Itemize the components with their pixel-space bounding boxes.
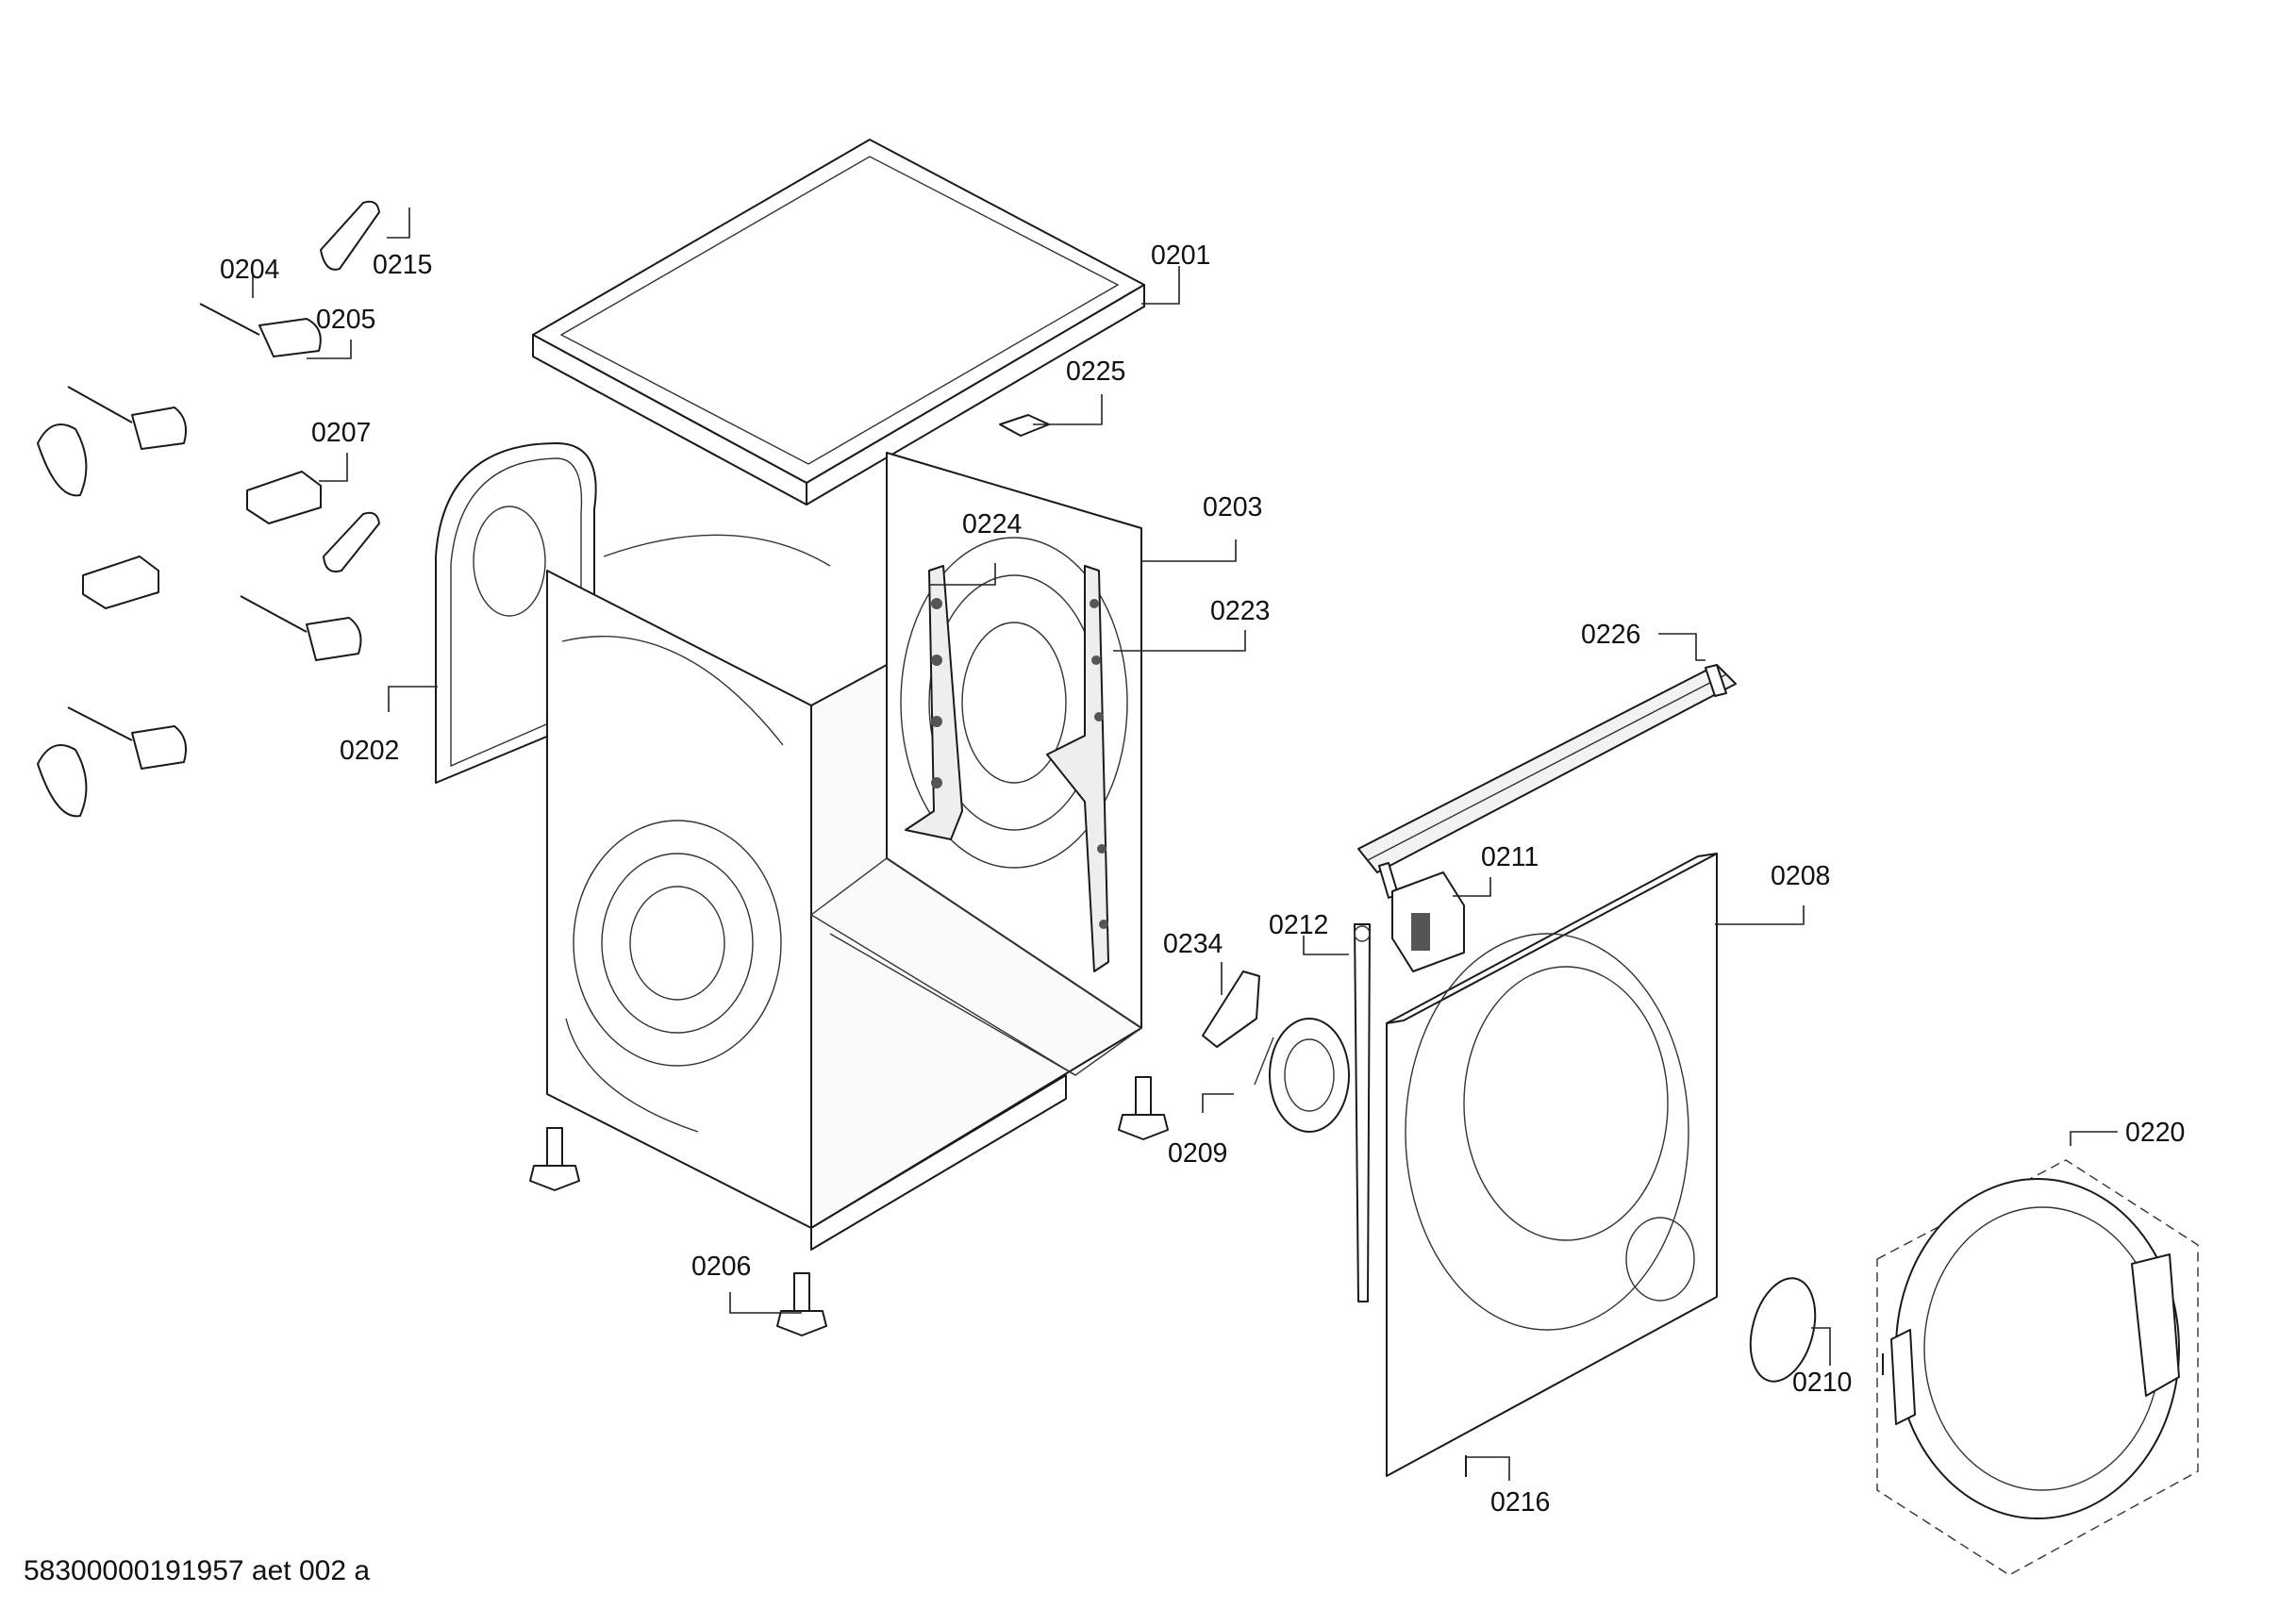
label-0225: 0225 — [1066, 357, 1125, 387]
document-footer-id: 58300000191957 aet 002 a — [24, 1555, 370, 1586]
label-0207: 0207 — [311, 418, 371, 448]
label-0211: 0211 — [1481, 842, 1539, 872]
part-labels: 0201 0202 0203 0204 0205 0206 0207 0208 … — [220, 241, 2185, 1518]
control-rail-0226 — [1357, 664, 1737, 899]
label-0205: 0205 — [316, 305, 375, 335]
label-0209: 0209 — [1168, 1138, 1227, 1169]
cabinet-body — [546, 452, 1143, 1251]
bracket-0234 — [1202, 970, 1260, 1048]
label-0201: 0201 — [1151, 241, 1210, 271]
label-0212: 0212 — [1269, 910, 1328, 940]
label-0234: 0234 — [1163, 929, 1223, 959]
bracket-0225 — [999, 414, 1050, 437]
label-0210: 0210 — [1792, 1368, 1852, 1398]
label-0220: 0220 — [2125, 1118, 2185, 1148]
label-0208: 0208 — [1771, 861, 1830, 891]
pump-housing-0209 — [1254, 1018, 1350, 1133]
module-0211 — [1391, 871, 1465, 972]
small-parts-left — [37, 200, 380, 818]
label-0203: 0203 — [1203, 492, 1262, 523]
cap-0210 — [1749, 1277, 1817, 1383]
door-0220 — [1876, 1159, 2199, 1576]
label-0223: 0223 — [1210, 596, 1270, 626]
cable-tie-0212 — [1354, 923, 1371, 1302]
label-0206: 0206 — [691, 1252, 751, 1282]
label-0215: 0215 — [373, 250, 432, 280]
strut-left — [905, 565, 963, 840]
leader-lines — [252, 207, 2118, 1481]
label-0204: 0204 — [220, 255, 280, 285]
label-0216: 0216 — [1490, 1487, 1550, 1518]
feet — [529, 1076, 1169, 1336]
top-cover — [532, 139, 1145, 506]
label-0226: 0226 — [1581, 620, 1640, 650]
label-0224: 0224 — [962, 509, 1023, 539]
front-panel-0208 — [1386, 853, 1884, 1477]
strut-right — [1046, 565, 1109, 972]
label-0202: 0202 — [340, 736, 399, 766]
